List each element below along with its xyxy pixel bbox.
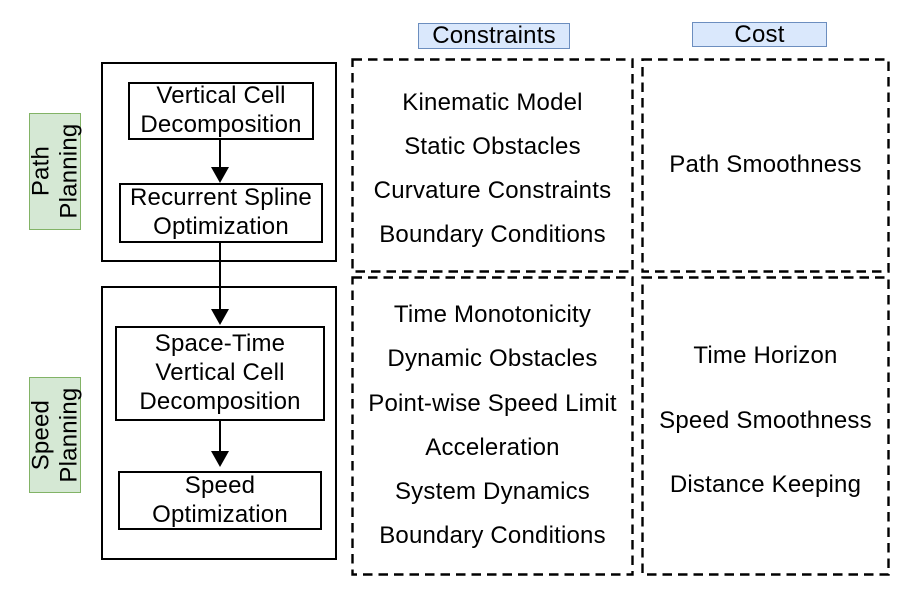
step-vertical-cell-decomposition: Vertical Cell Decomposition xyxy=(128,82,314,140)
constraint-item: Curvature Constraints xyxy=(373,177,612,205)
arrow-shaft-rso-to-stvcd xyxy=(219,243,221,311)
constraint-item: Static Obstacles xyxy=(404,133,581,161)
constraint-item: Kinematic Model xyxy=(402,89,583,117)
row-label-path-planning: Path Planning xyxy=(26,113,83,230)
cost-item: Time Horizon xyxy=(693,341,838,369)
constraint-item: Point-wise Speed Limit xyxy=(368,389,617,417)
arrow-head-icon xyxy=(211,451,229,467)
arrow-shaft-stvcd-to-so xyxy=(219,421,221,454)
cost-item: Speed Smoothness xyxy=(659,406,872,434)
dashed-border xyxy=(641,58,890,273)
step-space-time-vertical-cell-decomposition: Space-Time Vertical Cell Decomposition xyxy=(115,326,325,421)
speed-constraints-panel: Time Monotonicity Dynamic Obstacles Poin… xyxy=(351,276,634,576)
constraint-item: System Dynamics xyxy=(394,477,591,505)
arrow-head-icon xyxy=(211,309,229,325)
arrow-head-icon xyxy=(211,167,229,183)
cost-column-header: Cost xyxy=(692,22,827,47)
constraint-item: Boundary Conditions xyxy=(379,221,606,249)
constraint-item: Boundary Conditions xyxy=(379,521,606,549)
path-cost-panel: Path Smoothness xyxy=(641,58,890,273)
path-constraints-panel: Kinematic Model Static Obstacles Curvatu… xyxy=(351,58,634,273)
cost-item: Path Smoothness xyxy=(669,151,862,179)
dashed-border xyxy=(351,58,634,273)
constraints-column-header: Constraints xyxy=(418,23,570,49)
arrow-shaft-vcd-to-rso xyxy=(219,140,221,170)
row-label-speed-planning-text: Speed Planning xyxy=(26,387,83,483)
dashed-border xyxy=(351,276,634,576)
dashed-border xyxy=(641,276,890,576)
speed-cost-panel: Time Horizon Speed Smoothness Distance K… xyxy=(641,276,890,576)
step-recurrent-spline-optimization: Recurrent Spline Optimization xyxy=(119,183,323,243)
constraint-item: Time Monotonicity xyxy=(393,301,592,329)
constraint-item: Dynamic Obstacles xyxy=(387,345,598,373)
row-label-speed-planning: Speed Planning xyxy=(26,377,83,493)
cost-item: Distance Keeping xyxy=(669,471,862,499)
constraint-item: Acceleration xyxy=(425,433,560,461)
step-speed-optimization: Speed Optimization xyxy=(118,471,322,530)
row-label-path-planning-text: Path Planning xyxy=(26,123,83,220)
